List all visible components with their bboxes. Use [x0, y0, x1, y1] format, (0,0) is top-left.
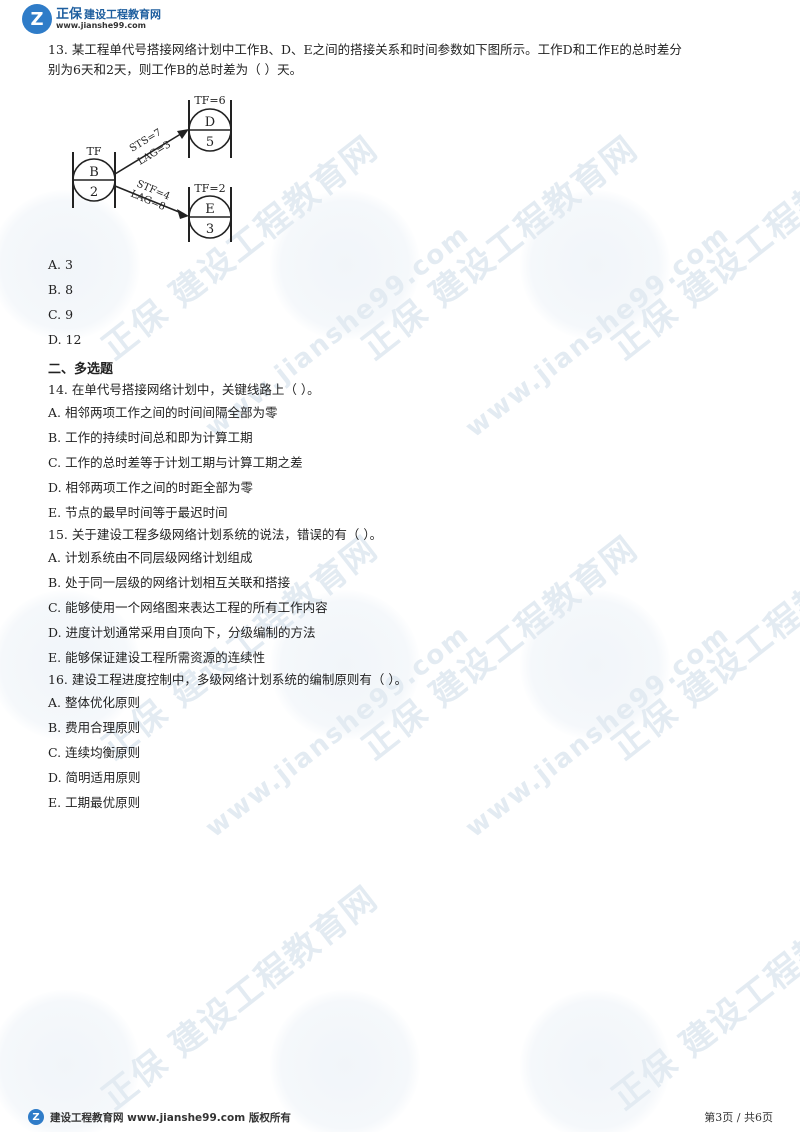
node-e-top: TF=2 — [194, 182, 225, 195]
section-heading: 二、多选题 — [48, 362, 114, 377]
option: A. 整体优化原则 — [48, 695, 140, 710]
option: B. 处于同一层级的网络计划相互关联和搭接 — [48, 575, 291, 590]
question-13-stem-line1: 13. 某工程单代号搭接网络计划中工作B、D、E之间的搭接关系和时间参数如下图所… — [48, 42, 682, 57]
question-14-stem: 14. 在单代号搭接网络计划中，关键线路上（ ）。 — [48, 382, 320, 397]
question-13-options: A. 3 B. 8 C. 9 D. 12 — [48, 252, 768, 352]
option: D. 进度计划通常采用自顶向下，分级编制的方法 — [48, 625, 316, 640]
page-footer: Z 建设工程教育网 www.jianshe99.com 版权所有 第3页 / 共… — [28, 1106, 773, 1128]
logo-url: www.jianshe99.com — [56, 20, 146, 30]
question-13-stem-line2: 别为6天和2天，则工作B的总时差为（ ）天。 — [48, 62, 303, 77]
option: C. 9 — [48, 307, 74, 322]
page-number: 第3页 / 共6页 — [704, 1111, 773, 1124]
option: D. 相邻两项工作之间的时距全部为零 — [48, 480, 254, 495]
question-14-options: A. 相邻两项工作之间的时间间隔全部为零 B. 工作的持续时间总和即为计算工期 … — [48, 400, 768, 525]
option: B. 工作的持续时间总和即为计算工期 — [48, 430, 253, 445]
option: B. 8 — [48, 282, 74, 297]
page-header: Z 正保建设工程教育网 www.jianshe99.com — [22, 3, 161, 35]
option: E. 节点的最早时间等于最迟时间 — [48, 505, 228, 520]
option: D. 12 — [48, 332, 82, 347]
question-15-options: A. 计划系统由不同层级网络计划组成 B. 处于同一层级的网络计划相互关联和搭接… — [48, 545, 768, 670]
arrow-b-e — [114, 185, 185, 215]
option: C. 能够使用一个网络图来表达工程的所有工作内容 — [48, 600, 328, 615]
node-d-duration: 5 — [206, 135, 214, 150]
logo-brand: 正保 — [56, 6, 83, 22]
option: E. 工期最优原则 — [48, 795, 141, 810]
node-d-name: D — [205, 115, 215, 130]
watermark-text: 正保 建设工程教育网 — [604, 878, 800, 1118]
option: A. 相邻两项工作之间的时间间隔全部为零 — [48, 405, 278, 420]
question-16-stem: 16. 建设工程进度控制中，多级网络计划系统的编制原则有（ ）。 — [48, 672, 408, 687]
node-b-name: B — [89, 165, 99, 180]
footer-logo-icon: Z — [28, 1109, 44, 1125]
option: E. 能够保证建设工程所需资源的连续性 — [48, 650, 266, 665]
node-e-duration: 3 — [206, 222, 214, 237]
option: A. 计划系统由不同层级网络计划组成 — [48, 550, 253, 565]
option: C. 工作的总时差等于计划工期与计算工期之差 — [48, 455, 303, 470]
footer-copyright: 建设工程教育网 www.jianshe99.com 版权所有 — [50, 1111, 291, 1124]
question-15-stem: 15. 关于建设工程多级网络计划系统的说法，错误的有（ ）。 — [48, 527, 383, 542]
arrowhead-d — [177, 129, 189, 139]
logo-icon: Z — [22, 4, 52, 34]
arrowhead-e — [177, 209, 189, 219]
option: B. 费用合理原则 — [48, 720, 141, 735]
node-b-duration: 2 — [90, 185, 98, 200]
node-d-top: TF=6 — [194, 94, 225, 107]
arrow-b-d — [114, 131, 185, 175]
node-e-name: E — [205, 202, 215, 217]
option: C. 连续均衡原则 — [48, 745, 141, 760]
logo-site-name: 建设工程教育网 — [84, 7, 162, 21]
logo-text: 正保建设工程教育网 www.jianshe99.com — [56, 8, 161, 30]
watermark-text: 正保 建设工程教育网 — [94, 878, 386, 1118]
network-diagram: TF B 2 TF=6 D 5 TF=2 E 3 STS=7 LAG=3 STF… — [72, 94, 232, 242]
option: D. 简明适用原则 — [48, 770, 141, 785]
document-body: 13. 某工程单代号搭接网络计划中工作B、D、E之间的搭接关系和时间参数如下图所… — [48, 40, 768, 815]
node-b-top: TF — [87, 145, 102, 158]
question-16-options: A. 整体优化原则 B. 费用合理原则 C. 连续均衡原则 D. 简明适用原则 … — [48, 690, 768, 815]
option: A. 3 — [48, 257, 73, 272]
